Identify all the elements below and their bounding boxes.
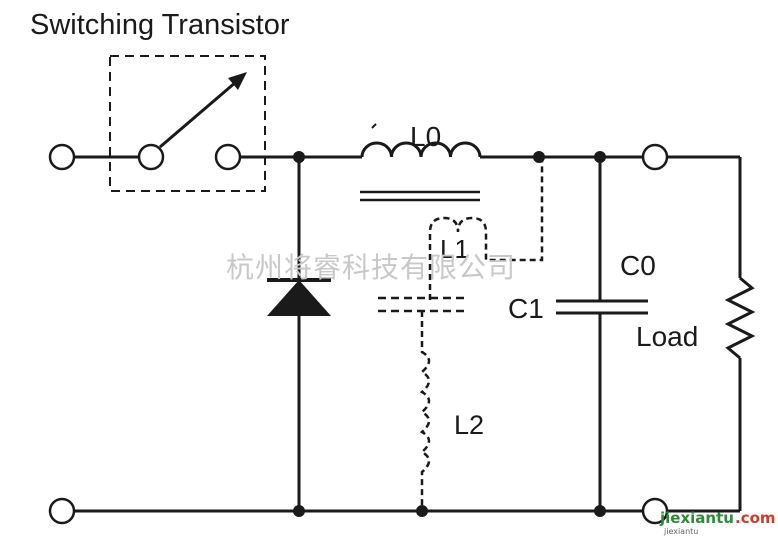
output-terminal-top	[641, 143, 669, 171]
label-c1: C1	[508, 293, 544, 324]
corner-logo: jiexiantu .com jiexiantu	[659, 509, 776, 536]
label-l2: L2	[454, 410, 484, 440]
logo-main: jiexiantu	[659, 509, 734, 527]
title-switching-transistor: Switching Transistor	[30, 9, 290, 41]
freewheel-diode	[267, 157, 331, 511]
capacitor-c1	[378, 296, 466, 313]
input-terminal-top	[48, 143, 76, 171]
switch-contact-right	[214, 143, 242, 171]
output-terminal-bottom	[641, 497, 669, 525]
logo-small: jiexiantu	[663, 527, 698, 536]
switch-enclosure	[109, 55, 266, 192]
logo-sub: .com	[735, 509, 776, 527]
label-load: Load	[636, 321, 698, 352]
inductor-l1	[428, 157, 544, 300]
label-l1: L1	[440, 234, 469, 264]
switch-contact-left	[137, 143, 165, 171]
input-terminal-bottom	[48, 497, 76, 525]
inductor-l0-core	[360, 190, 480, 202]
label-c0: C0	[620, 250, 656, 281]
watermark-text: 杭州将睿科技有限公司	[226, 251, 516, 284]
inductor-l2	[419, 311, 431, 511]
switch-blade	[159, 72, 247, 149]
capacitor-c0	[556, 157, 648, 511]
label-l0: L0	[410, 121, 441, 152]
l0-dot-mark	[371, 123, 377, 129]
inductor-l0	[360, 141, 482, 158]
load-resistor	[724, 157, 756, 511]
